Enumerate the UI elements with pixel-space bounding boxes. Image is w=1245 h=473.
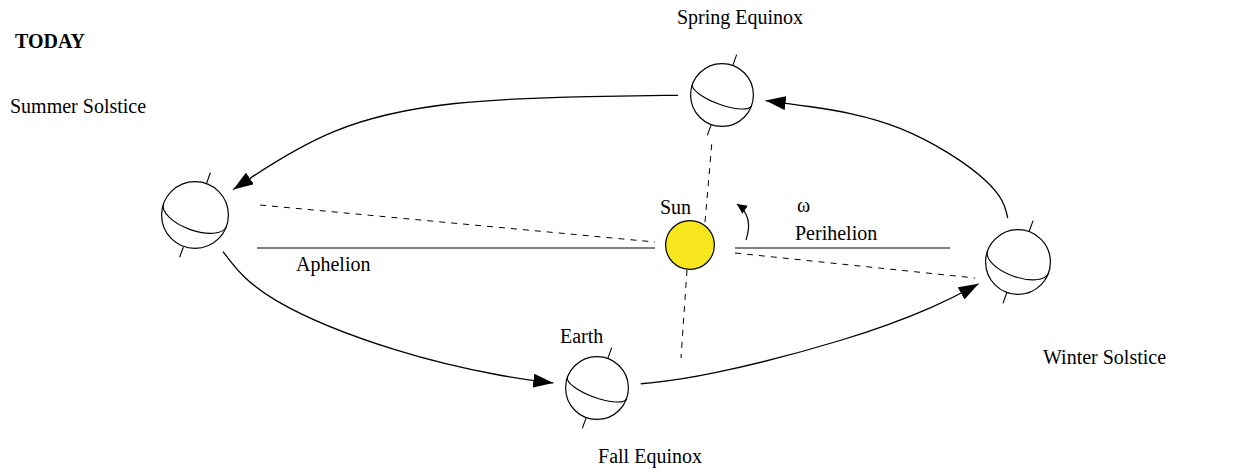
globe-axis-group [553, 337, 641, 439]
globe-axis-group [973, 210, 1064, 315]
axis-stub [707, 125, 711, 135]
season-label: Summer Solstice [10, 95, 146, 118]
season-label: Spring Equinox [677, 6, 803, 29]
orbit-label: ω [797, 194, 810, 217]
axis-stub [733, 55, 737, 65]
orbit-label: Perihelion [795, 222, 877, 245]
globe-axis-group [678, 44, 766, 146]
equinox-axis [681, 270, 687, 358]
equator-line [982, 251, 1048, 287]
equator-line [689, 84, 751, 114]
omega-arrow [737, 204, 749, 240]
season-label: Earth [560, 325, 603, 348]
equator-line [158, 204, 226, 241]
axis-stub [207, 173, 211, 183]
equinox-axis [705, 141, 712, 222]
orbit-label: Aphelion [296, 253, 370, 276]
earth-globe: EarthFall Equinox [565, 356, 629, 420]
globe-shape [565, 356, 629, 420]
globe-outline [162, 182, 229, 249]
solstice-axis [735, 253, 975, 278]
shape-group [148, 161, 242, 268]
equator-line [564, 377, 626, 407]
shape-group [973, 210, 1064, 315]
globe-shape [985, 229, 1051, 295]
globe-shape [161, 181, 229, 249]
shape-group [553, 337, 641, 439]
sun-circle: Sun [665, 220, 715, 270]
shape-group [666, 221, 715, 270]
axis-stub [180, 247, 184, 257]
orbit-arrow [766, 101, 1008, 219]
solstice-axis [260, 205, 655, 242]
sun-shape [665, 220, 715, 270]
sun-disc [666, 221, 715, 270]
axis-stub [1029, 221, 1033, 231]
shape-group [678, 44, 766, 146]
perihelion-line [735, 247, 950, 248]
season-label: Sun [660, 196, 691, 219]
axis-stub [582, 418, 586, 428]
globe-shape [690, 63, 754, 127]
globe-axis-group [148, 161, 242, 268]
season-label: Winter Solstice [1043, 346, 1166, 369]
aphelion-line [257, 247, 655, 248]
globe-outline [986, 230, 1051, 295]
orbit-arrow [233, 95, 678, 189]
season-label: Fall Equinox [598, 445, 702, 468]
axis-stub [608, 348, 612, 358]
orbit-arrow [641, 284, 979, 384]
diagram-title: TODAY [15, 30, 85, 53]
orbit-arrow [223, 252, 553, 383]
earth-globe: Winter Solstice [985, 229, 1051, 295]
earth-globe: Summer Solstice [161, 181, 229, 249]
axis-stub [1003, 293, 1007, 303]
earth-globe: Spring Equinox [690, 63, 754, 127]
